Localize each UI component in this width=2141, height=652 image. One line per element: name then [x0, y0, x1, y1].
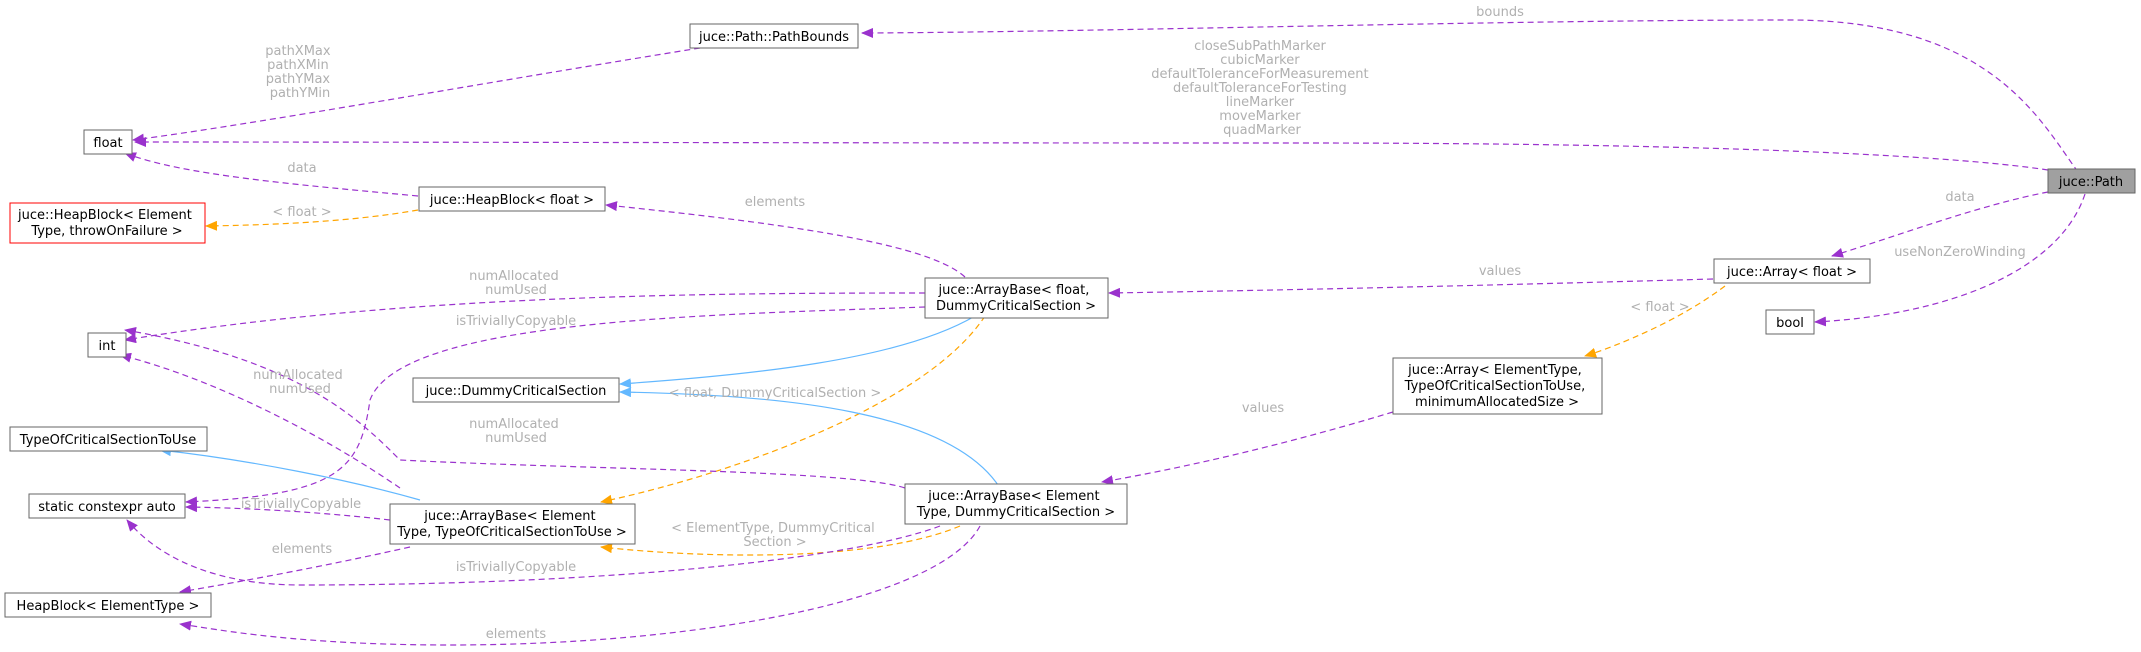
edge-label-array-values: values — [1479, 264, 1522, 279]
edge-arraybase-generic-to-static-constexpr — [185, 502, 391, 521]
edge-pathbounds-to-float — [132, 47, 701, 144]
edge-arraybase-dummy-to-int — [124, 326, 906, 489]
node-arraybase-dummy[interactable]: juce::ArrayBase< Element Type, DummyCrit… — [904, 483, 1128, 525]
node-juce-path[interactable]: juce::Path — [2047, 168, 2136, 194]
edge-heapblock-float-to-generic-heapblock — [205, 209, 419, 231]
edge-label-heapblock-data: data — [287, 161, 316, 176]
edge-arraybase-dummy-to-static-constexpr — [126, 519, 941, 586]
node-array-float[interactable]: juce::Array< float > — [1713, 258, 1871, 284]
svg-text:juce::HeapBlock< float >: juce::HeapBlock< float > — [429, 193, 594, 208]
edge-label-path-float: closeSubPathMarker cubicMarker defaultTo… — [1151, 39, 1372, 138]
svg-text:bool: bool — [1776, 316, 1804, 331]
edge-path-to-bool — [1814, 193, 2086, 327]
edge-label-ab-generic-int: numAllocated numUsed — [253, 368, 347, 397]
edge-label-ab-generic-elements: elements — [272, 542, 333, 557]
node-heapblock-element-type[interactable]: juce::HeapBlock< Element Type, throwOnFa… — [9, 202, 206, 244]
edge-label-ab-dummy-int: numAllocated numUsed — [469, 417, 563, 446]
node-static-constexpr-auto[interactable]: static constexpr auto — [28, 493, 186, 519]
edge-arraybase-dummy-to-arraybase-generic — [600, 525, 961, 556]
edge-label-ab-float-int: numAllocated numUsed — [469, 269, 563, 298]
edge-label-array-generic-values: values — [1242, 401, 1285, 416]
svg-text:juce::ArrayBase< Element: juce::ArrayBase< Element Type, DummyCrit… — [916, 489, 1115, 520]
edge-arraybase-dummy-to-heapblock-elementtype — [179, 525, 981, 646]
svg-text:juce::Array< float >: juce::Array< float > — [1726, 265, 1857, 280]
edge-array-float-to-array-generic — [1584, 285, 1726, 358]
edge-label-array-tmpl: < float > — [1630, 300, 1689, 315]
node-int[interactable]: int — [87, 332, 127, 358]
node-heapblock-elementtype[interactable]: HeapBlock< ElementType > — [4, 592, 212, 618]
edge-arraybase-generic-inherits-typecs — [159, 446, 421, 501]
node-float[interactable]: float — [83, 129, 133, 155]
svg-text:static constexpr auto: static constexpr auto — [38, 500, 176, 515]
edge-heapblock-float-to-float — [124, 152, 419, 197]
svg-text:juce::Path::PathBounds: juce::Path::PathBounds — [698, 30, 849, 45]
node-heapblock-float[interactable]: juce::HeapBlock< float > — [418, 186, 606, 212]
edge-label-path-data: data — [1945, 190, 1974, 205]
svg-text:HeapBlock< ElementType >: HeapBlock< ElementType > — [17, 599, 200, 614]
node-bool[interactable]: bool — [1765, 309, 1815, 335]
edge-label-arraybase-elements: elements — [745, 195, 806, 210]
node-array-element-type[interactable]: juce::Array< ElementType, TypeOfCritical… — [1392, 357, 1603, 415]
edge-arraybase-generic-to-int — [119, 352, 401, 489]
edge-label-ab-float-trivially: isTriviallyCopyable — [456, 314, 576, 329]
edge-arraybase-float-to-static-constexpr — [185, 306, 926, 507]
edge-array-generic-to-arraybase-dummy — [1101, 411, 1394, 486]
svg-text:juce::HeapBlock< Element: juce::HeapBlock< Element Type, throwOnFa… — [17, 208, 196, 239]
edge-label-ab-generic-trivially: isTriviallyCopyable — [241, 497, 361, 512]
edge-label-ab-dummy-elements: elements — [486, 627, 547, 642]
node-arraybase-float[interactable]: juce::ArrayBase< float, DummyCriticalSec… — [924, 277, 1109, 319]
edge-arraybase-float-to-int — [124, 292, 926, 344]
svg-text:int: int — [99, 339, 116, 354]
svg-text:juce::Path: juce::Path — [2058, 175, 2123, 190]
svg-text:float: float — [93, 136, 122, 151]
edge-arraybase-generic-to-heapblock-elementtype — [179, 546, 411, 596]
edge-label-pathbounds-float: pathXMax pathXMin pathYMax pathYMin — [265, 44, 334, 101]
node-type-of-critical-section[interactable]: TypeOfCriticalSectionToUse — [9, 426, 208, 452]
edge-path-to-pathbounds — [861, 19, 2079, 173]
svg-text:juce::Array< ElementType,: juce::Array< ElementType, TypeOfCritical… — [1404, 363, 1590, 410]
svg-text:juce::ArrayBase< Element: juce::ArrayBase< Element Type, TypeOfCri… — [396, 509, 627, 540]
edge-arraybase-float-to-arraybase-generic — [600, 315, 986, 505]
edge-arraybase-float-to-heapblock-float — [605, 201, 966, 278]
edge-label-usenonzerowinding: useNonZeroWinding — [1894, 245, 2026, 260]
edge-arraybase-float-inherits-dummy-cs — [619, 315, 976, 389]
edge-label-ab-dummy-trivially: isTriviallyCopyable — [456, 560, 576, 575]
edge-label-ab-dummy-tmpl: < float, DummyCriticalSection > — [669, 386, 882, 401]
svg-text:TypeOfCriticalSectionToUse: TypeOfCriticalSectionToUse — [19, 433, 196, 448]
edge-path-to-float — [134, 137, 2049, 171]
node-arraybase-generic[interactable]: juce::ArrayBase< Element Type, TypeOfCri… — [389, 503, 636, 545]
edge-array-float-to-arraybase-float — [1108, 278, 1714, 298]
edge-label-bounds: bounds — [1476, 5, 1524, 20]
edge-arraybase-dummy-inherits-dummy-cs — [619, 387, 1001, 489]
node-pathbounds[interactable]: juce::Path::PathBounds — [689, 23, 859, 49]
svg-text:juce::ArrayBase< float,: juce::ArrayBase< float, DummyCriticalSec… — [936, 283, 1096, 314]
edge-label-heapblock-tmpl: < float > — [272, 205, 331, 220]
edge-path-to-array-float — [1831, 191, 2049, 258]
edge-label-ab-generic-tmpl: < ElementType, DummyCritical Section > — [671, 521, 879, 550]
svg-text:juce::DummyCriticalSection: juce::DummyCriticalSection — [425, 384, 607, 399]
node-dummy-critical-section[interactable]: juce::DummyCriticalSection — [412, 377, 620, 403]
